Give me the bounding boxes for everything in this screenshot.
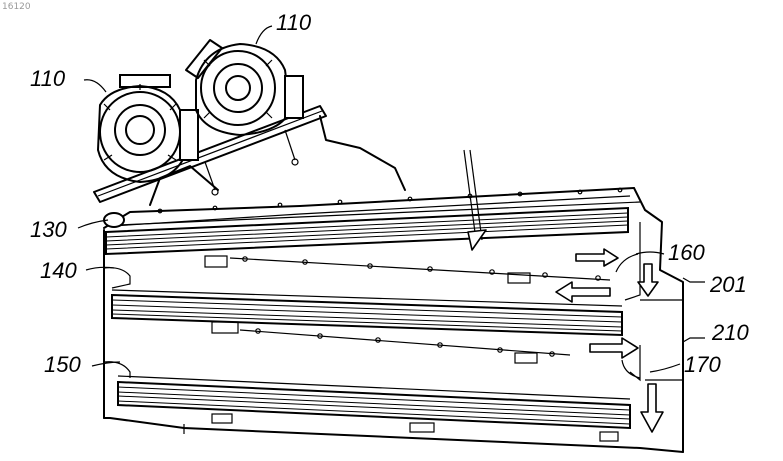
- ref-label-130: 130: [30, 217, 67, 242]
- ref-label-110-left: 110: [30, 66, 66, 91]
- ref-label-170: 170: [684, 352, 721, 377]
- vibrator-motor-left: [98, 75, 198, 182]
- screen-deck-bottom: [104, 362, 630, 428]
- ref-label-160: 160: [668, 240, 705, 265]
- ref-label-110-right: 110: [276, 10, 312, 35]
- ref-label-140: 140: [40, 258, 77, 283]
- figure-id: 16120: [2, 2, 31, 12]
- ref-label-210: 210: [711, 320, 749, 345]
- screen-deck-middle: [104, 268, 622, 335]
- ref-label-150: 150: [44, 352, 81, 377]
- vibrator-motor-right: [186, 40, 303, 135]
- ref-label-201: 201: [709, 272, 747, 297]
